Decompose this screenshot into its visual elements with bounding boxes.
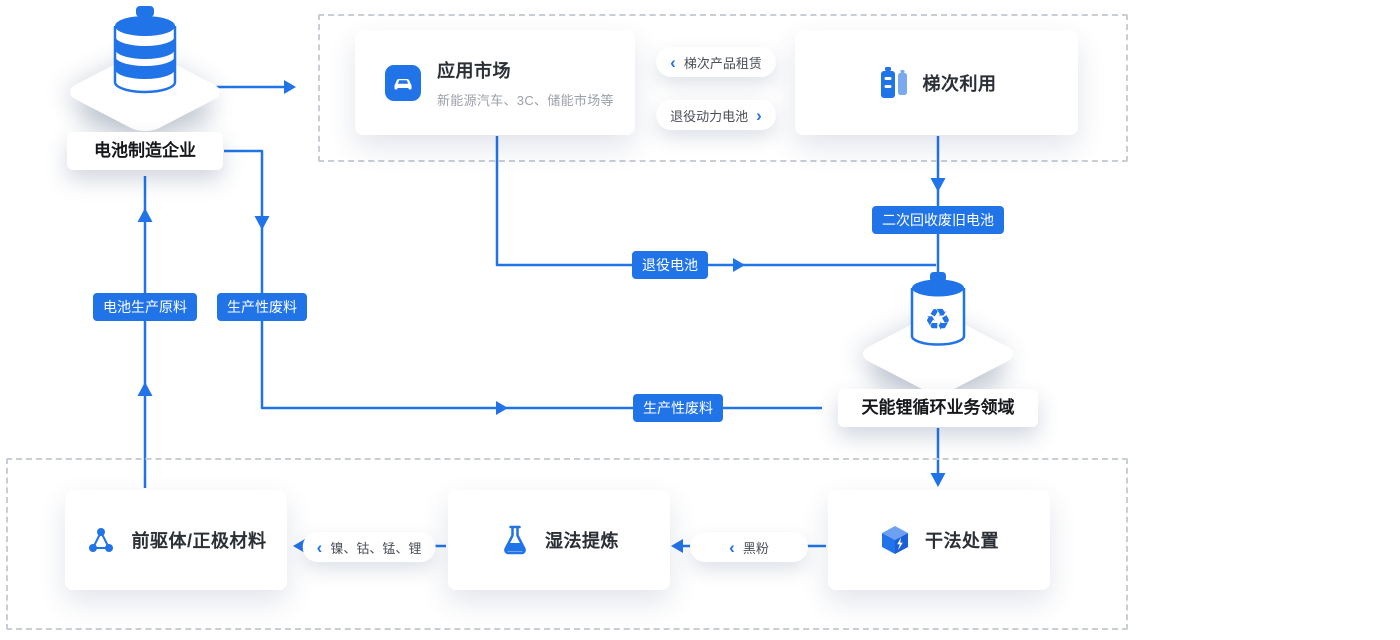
battery-cells-icon — [880, 66, 907, 98]
recycling-hub-label: 天能锂循环业务领域 — [838, 389, 1038, 427]
pill-label: 梯次产品租赁 — [683, 55, 762, 71]
dry-processing-title: 干法处置 — [925, 531, 999, 551]
app-market-card: 应用市场 新能源汽车、3C、储能市场等 — [355, 30, 635, 135]
app-market-texts: 应用市场 新能源汽车、3C、储能市场等 — [437, 57, 614, 109]
retired-power-battery-pill: 退役动力电池 › — [656, 100, 776, 130]
arrowhead-up — [137, 382, 153, 396]
black-powder-pill: ‹ 黑粉 — [690, 532, 808, 562]
pill-label: 镍、钴、锰、锂 — [330, 540, 422, 556]
arrowhead-right — [733, 258, 745, 272]
raw-material-badge: 电池生产原料 — [93, 293, 197, 321]
precursor-card: 前驱体/正极材料 — [65, 490, 287, 590]
ev-car-icon — [385, 64, 421, 101]
arrowhead-left — [671, 539, 683, 553]
processing-section-box — [6, 458, 1128, 630]
svg-text:♻: ♻ — [925, 303, 952, 338]
nickel-cobalt-pill: ‹ 镍、钴、锰、锂 — [302, 532, 436, 562]
molecule-icon — [89, 528, 114, 552]
battery-stack-icon — [113, 6, 177, 94]
production-waste-badge-mid: 生产性废料 — [633, 394, 723, 422]
connector-waste-to-hub — [224, 149, 822, 410]
arrowhead-up — [137, 208, 153, 222]
arrowhead-down — [930, 473, 946, 487]
chevron-left-icon: ‹ — [729, 537, 735, 557]
pill-label: 退役动力电池 — [670, 108, 749, 124]
application-section-box — [318, 14, 1128, 162]
chevron-left-icon: ‹ — [316, 537, 323, 557]
battery-manufacturer-node — [60, 6, 230, 138]
precursor-title: 前驱体/正极材料 — [131, 531, 267, 551]
app-market-subtitle: 新能源汽车、3C、储能市场等 — [437, 92, 614, 108]
wet-refining-card: 湿法提炼 — [448, 490, 670, 590]
battery-manufacturer-label: 电池制造企业 — [67, 132, 223, 170]
arrowhead-right — [284, 80, 296, 94]
chevron-right-icon: › — [756, 105, 762, 125]
app-market-title: 应用市场 — [437, 60, 511, 81]
recycling-hub-node: ♻ — [854, 272, 1022, 398]
dry-processing-card: 干法处置 — [828, 490, 1050, 590]
arrowhead-left — [293, 539, 305, 553]
cascade-utilization-card: 梯次利用 — [795, 30, 1078, 135]
cascade-product-lease-pill: ‹ 梯次产品租赁 — [656, 47, 776, 77]
pill-label: 黑粉 — [742, 540, 769, 556]
retired-battery-badge: 退役电池 — [632, 251, 708, 279]
secondary-recycled-badge: 二次回收废旧电池 — [872, 206, 1004, 234]
wet-refining-title: 湿法提炼 — [545, 531, 619, 551]
arrowhead-down — [930, 178, 946, 192]
recycle-battery-icon: ♻ — [910, 272, 966, 346]
arrowhead-right — [496, 401, 508, 415]
connector-market-retired-battery — [495, 136, 936, 267]
flask-icon — [504, 525, 526, 555]
production-waste-badge-left: 生产性废料 — [217, 293, 307, 321]
cascade-utilization-title: 梯次利用 — [922, 73, 997, 94]
arrowhead-down — [254, 216, 270, 230]
cube-icon — [882, 526, 908, 554]
chevron-left-icon: ‹ — [670, 52, 676, 72]
